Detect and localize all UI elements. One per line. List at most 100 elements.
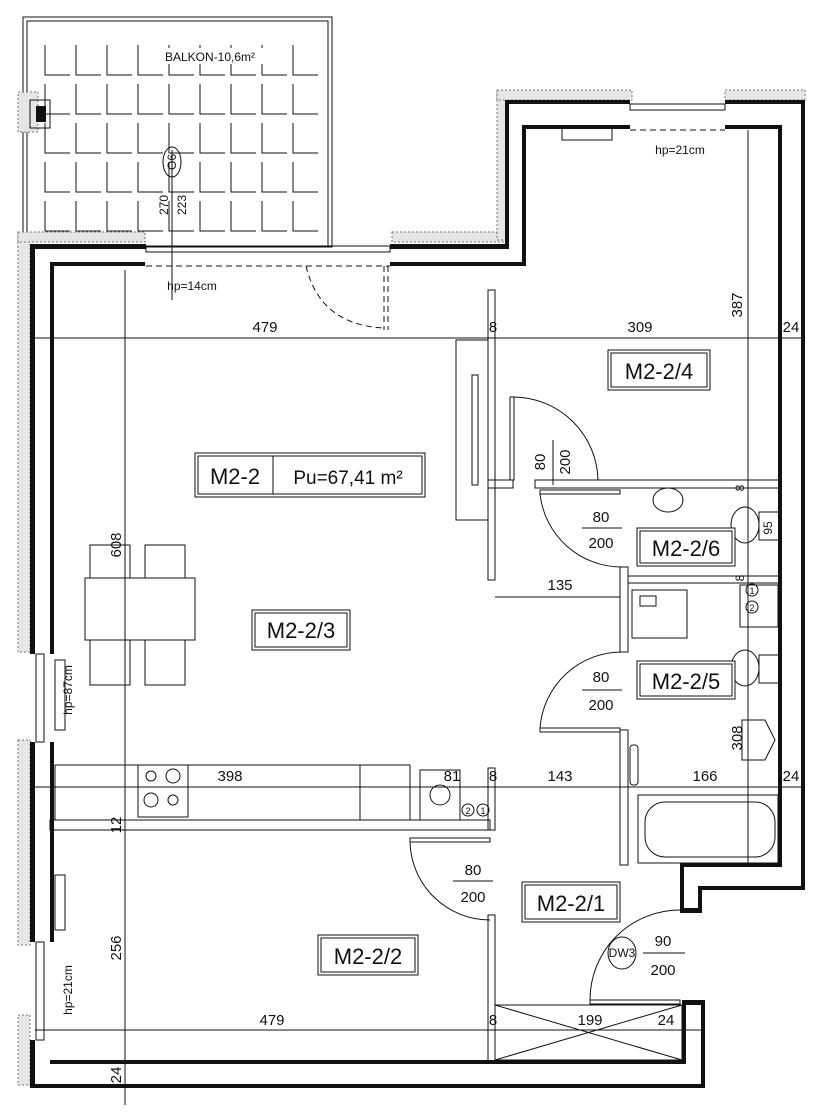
dim-8-a: 8 <box>733 484 747 491</box>
balcony-height-223: 223 <box>175 195 189 215</box>
balcony-tile <box>137 201 163 232</box>
svg-text:200: 200 <box>588 697 613 714</box>
dim-135: 135 <box>547 577 572 594</box>
door-tag: DW3 <box>609 946 636 960</box>
dim-mid-24: 24 <box>783 768 800 785</box>
balcony-tile <box>75 123 101 154</box>
dim-95: 95 <box>761 521 775 535</box>
room-label-3: M2-2/3 <box>251 609 351 651</box>
dim-bottom-199: 199 <box>577 1012 602 1029</box>
svg-text:80: 80 <box>465 862 482 879</box>
balcony: BALKON-10,6m² O6 270 223 <box>22 16 333 300</box>
apartment-id: M2-2 <box>210 464 260 489</box>
svg-text:M2-2/2: M2-2/2 <box>334 944 402 969</box>
balcony-tile <box>199 84 225 115</box>
balcony-tile <box>261 123 287 154</box>
apartment-label: M2-2 Pu=67,41 m² <box>194 452 426 498</box>
room-label-2: M2-2/2 <box>317 934 419 976</box>
balcony-tiles <box>44 45 318 232</box>
dim-bottom-479: 479 <box>259 1012 284 1029</box>
balcony-tile <box>168 123 194 154</box>
dim-top-479: 479 <box>252 319 277 336</box>
sill-height-left-lower-window: hp=21cm <box>61 965 75 1015</box>
sill-height-balcony-door: hp=14cm <box>167 279 217 293</box>
svg-text:200: 200 <box>460 889 485 906</box>
balcony-tile <box>75 45 101 76</box>
dim-608: 608 <box>108 532 125 557</box>
balcony-label: BALKON-10,6m² <box>165 50 255 64</box>
svg-text:M2-2/6: M2-2/6 <box>652 536 720 561</box>
balcony-tile <box>137 84 163 115</box>
svg-text:200: 200 <box>650 962 675 979</box>
svg-text:200: 200 <box>588 535 613 552</box>
dim-12: 12 <box>108 817 125 834</box>
balcony-tile <box>261 201 287 232</box>
balcony-tile <box>137 162 163 193</box>
balcony-height-270: 270 <box>157 195 171 215</box>
room-label-4: M2-2/4 <box>607 349 711 391</box>
apartment-area: Pu=67,41 m² <box>293 468 402 489</box>
appliance-1: 1 <box>480 806 485 816</box>
balcony-tile <box>44 45 70 76</box>
room-label-1: M2-2/1 <box>521 881 621 923</box>
dim-256: 256 <box>108 935 125 960</box>
dim-143: 143 <box>547 768 572 785</box>
door-label-2: 80 200 <box>582 509 622 552</box>
balcony-tile <box>292 45 318 76</box>
dimension-lines <box>35 130 805 1105</box>
dim-308: 308 <box>729 725 746 750</box>
sill-height-left-window: hp=87cm <box>61 665 75 715</box>
dim-bottom-24: 24 <box>658 1012 675 1029</box>
balcony-tile <box>106 84 132 115</box>
balcony-tile <box>292 201 318 232</box>
balcony-tile <box>44 84 70 115</box>
svg-text:80: 80 <box>532 454 549 471</box>
walls <box>29 99 805 1088</box>
dim-top-8: 8 <box>489 319 497 336</box>
dim-387: 387 <box>729 292 746 317</box>
sill-height-top-window: hp=21cm <box>655 143 705 157</box>
dim-mid-8: 8 <box>489 768 497 785</box>
door-label-3: 80 200 <box>582 669 622 714</box>
balcony-tile <box>137 123 163 154</box>
dim-top-309: 309 <box>627 319 652 336</box>
dim-bottom-8: 8 <box>489 1012 497 1029</box>
balcony-tile <box>75 162 101 193</box>
balcony-tile <box>261 84 287 115</box>
balcony-tile <box>106 45 132 76</box>
balcony-tile <box>261 162 287 193</box>
balcony-tile <box>106 201 132 232</box>
balcony-tile <box>230 84 256 115</box>
balcony-tile <box>168 201 194 232</box>
door-label-1: 80 200 <box>532 440 574 485</box>
balcony-tile <box>292 84 318 115</box>
svg-text:M2-2/3: M2-2/3 <box>267 618 335 643</box>
dim-8-b: 8 <box>733 574 747 581</box>
room-label-5: M2-2/5 <box>636 660 736 700</box>
svg-text:M2-2/4: M2-2/4 <box>625 359 693 384</box>
svg-text:90: 90 <box>655 933 672 950</box>
door-label-entrance: DW3 90 200 <box>607 933 685 979</box>
dim-398: 398 <box>217 768 242 785</box>
room-label-6: M2-2/6 <box>636 527 736 567</box>
dim-166: 166 <box>692 768 717 785</box>
balcony-tile <box>106 162 132 193</box>
balcony-tile <box>75 84 101 115</box>
insulation <box>17 89 806 1086</box>
svg-text:80: 80 <box>593 509 610 526</box>
balcony-tile <box>106 123 132 154</box>
svg-text:200: 200 <box>557 449 574 474</box>
balcony-tile <box>230 201 256 232</box>
svg-text:M2-2/5: M2-2/5 <box>652 669 720 694</box>
balcony-tile <box>199 162 225 193</box>
dim-81: 81 <box>444 768 461 785</box>
balcony-tile <box>230 162 256 193</box>
dim-24-vertical: 24 <box>108 1067 125 1084</box>
balcony-tile <box>44 201 70 232</box>
balcony-tile <box>292 123 318 154</box>
balcony-tile <box>199 123 225 154</box>
balcony-tile <box>168 84 194 115</box>
balcony-tile <box>168 162 194 193</box>
svg-text:M2-2/1: M2-2/1 <box>537 891 605 916</box>
